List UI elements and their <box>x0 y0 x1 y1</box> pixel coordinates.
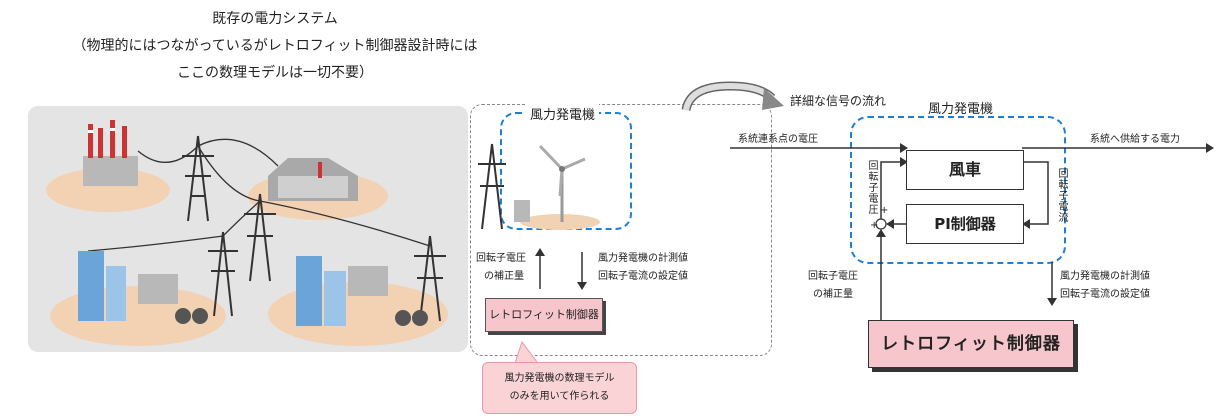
title-line-2: （物理的にはつながっているがレトロフィット制御器設計時には <box>72 38 478 54</box>
rotor-voltage-vertical-label: 回転子電圧 <box>866 160 877 215</box>
factory-left-icon <box>83 120 138 186</box>
tower-4-icon <box>414 235 446 322</box>
up-line1: 回転子電圧 <box>476 253 526 264</box>
wind-turbine-illustration <box>478 143 600 290</box>
detail-rotor-voltage-correction: 回転子電圧 の補正量 <box>796 268 870 304</box>
detail-generator-dashed-box <box>850 116 1066 264</box>
power-supply-label: 系統へ供給する電力 <box>1090 134 1180 145</box>
detail-measured-setpoint: 風力発電機の計測値 回転子電流の設定値 <box>1060 268 1150 304</box>
windmill-block: 風車 <box>906 150 1024 190</box>
curved-arrow-icon <box>681 81 784 112</box>
city-left-icon <box>78 251 208 324</box>
tower-1-icon <box>182 135 214 222</box>
rotor-current-vertical-label: 回転子電流 <box>1056 168 1067 223</box>
existing-system-title: 既存の電力システム （物理的にはつながっているがレトロフィット制御器設計時には … <box>40 6 510 87</box>
model-only-callout: 風力発電機の数理モデル のみを用いて作られる <box>482 362 637 414</box>
factory-right-icon <box>268 158 358 201</box>
grid-voltage-label: 系統連系点の電圧 <box>738 134 818 145</box>
measured-setpoint-label: 風力発電機の計測値 回転子電流の設定値 <box>598 250 688 286</box>
power-grid-illustration <box>46 120 448 346</box>
detail-right-line1: 風力発電機の計測値 <box>1060 271 1150 282</box>
tower-3-icon <box>208 231 238 317</box>
wind-generator-label: 風力発電機 <box>526 104 600 123</box>
title-line-3: ここの数理モデルは一切不要） <box>177 65 373 81</box>
city-right-icon <box>296 256 428 326</box>
detail-left-line2: の補正量 <box>813 289 853 300</box>
sum-plus-left: + <box>870 220 879 231</box>
pi-controller-block: PI制御器 <box>906 204 1024 244</box>
detail-left-line1: 回転子電圧 <box>808 271 858 282</box>
sum-plus-top: + <box>880 205 889 216</box>
callout-line2: のみを用いて作られる <box>509 391 610 402</box>
tower-2-icon <box>244 193 276 282</box>
title-line-1: 既存の電力システム <box>212 11 338 27</box>
down-line2: 回転子電流の設定値 <box>598 271 688 282</box>
wind-system-dashed-box <box>470 104 772 356</box>
detail-generator-title: 風力発電機 <box>928 102 994 117</box>
callout-line1: 風力発電機の数理モデル <box>504 373 615 384</box>
detail-right-line2: 回転子電流の設定値 <box>1060 289 1150 300</box>
retrofit-controller-small: レトロフィット制御器 <box>485 298 603 332</box>
signal-flow-label: 詳細な信号の流れ <box>790 94 887 108</box>
retrofit-controller-large: レトロフィット制御器 <box>868 320 1074 368</box>
callout-pointer <box>513 340 541 366</box>
down-line1: 風力発電機の計測値 <box>598 253 688 264</box>
up-line2: の補正量 <box>484 271 524 282</box>
power-grid-panel <box>28 106 468 352</box>
signal-flow-arrows <box>730 143 1214 320</box>
rotor-voltage-correction-label: 回転子電圧 の補正量 <box>476 250 526 286</box>
